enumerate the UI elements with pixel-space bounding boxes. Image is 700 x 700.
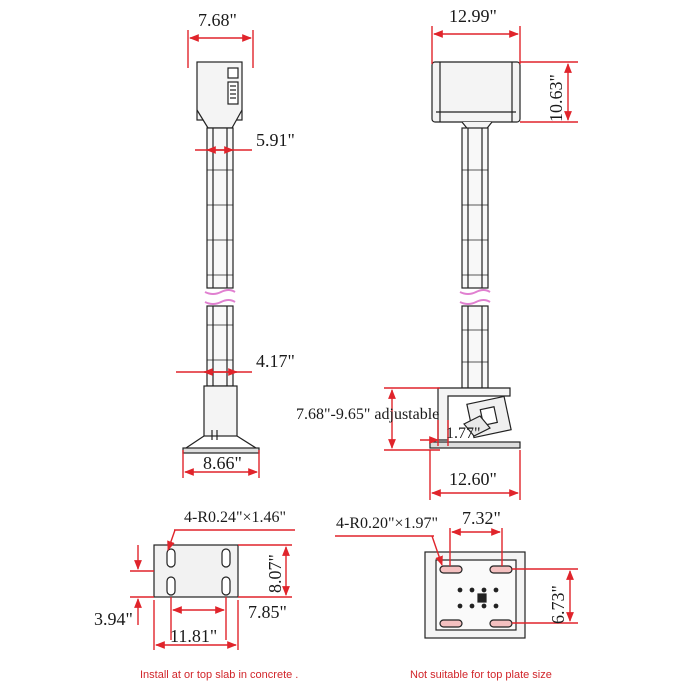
left-dimension-lines	[176, 30, 260, 478]
dim-right-base-width: 12.60"	[449, 469, 497, 489]
left-pole-view	[182, 61, 260, 454]
dim-left-lower-width: 4.17"	[256, 351, 295, 371]
right-pole-view	[429, 61, 521, 449]
slot	[166, 576, 176, 596]
left-plate-side: 3.94"	[94, 609, 133, 629]
lower-pole	[206, 305, 234, 387]
break-mark-left	[204, 289, 236, 305]
dim-right-mount-offset: 1.77"	[446, 425, 481, 442]
dim-right-top-height: 10.63"	[546, 74, 566, 122]
slot	[221, 576, 231, 596]
slot	[439, 565, 463, 574]
right-foot-plate	[429, 441, 521, 449]
left-slot-spec: 4-R0.24"×1.46"	[184, 509, 286, 526]
left-plate-width: 11.81"	[170, 626, 217, 646]
dim-left-pole-width: 5.91"	[256, 130, 295, 150]
left-plate-inner-width: 7.85"	[248, 602, 287, 622]
head-terminal	[227, 81, 239, 105]
dim-right-top-width: 12.99"	[449, 6, 497, 26]
upper-pole	[206, 127, 234, 289]
lower-pole-side	[461, 305, 489, 389]
break-mark-right	[459, 289, 491, 305]
left-plate-dims	[130, 529, 295, 650]
left-plate-note: Install at or top slab in concrete .	[140, 669, 298, 681]
right-plate-height: 6.73"	[548, 585, 568, 624]
right-plate-width: 7.32"	[462, 508, 501, 528]
dim-adjustable: 7.68"-9.65" adjustable	[296, 406, 439, 423]
right-plate	[424, 551, 526, 639]
left-plate-height: 8.07"	[265, 554, 285, 593]
right-plate-dims	[335, 528, 578, 624]
left-plate	[153, 544, 239, 598]
slot	[439, 619, 463, 628]
right-slot-spec: 4-R0.20"×1.97"	[336, 515, 438, 532]
slot	[489, 565, 513, 574]
slot	[221, 548, 231, 568]
right-plate-note: Not suitable for top plate size	[410, 669, 552, 681]
head-connector	[227, 67, 239, 79]
right-dimension-lines	[384, 26, 578, 500]
head-housing	[431, 61, 521, 123]
upper-pole-side	[461, 127, 489, 289]
base-column	[203, 385, 238, 437]
dim-left-base-width: 8.66"	[203, 453, 242, 473]
slot	[489, 619, 513, 628]
dim-left-top-width: 7.68"	[198, 10, 237, 30]
slot	[166, 548, 176, 568]
